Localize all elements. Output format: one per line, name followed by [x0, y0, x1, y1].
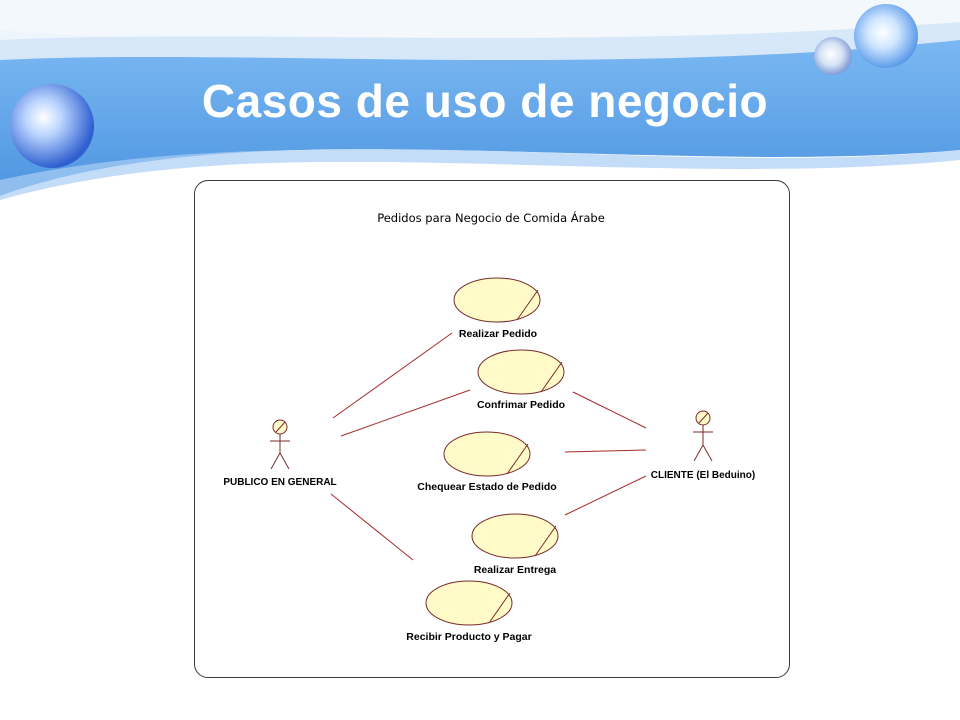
- use-case-label: Realizar Pedido: [459, 328, 537, 340]
- use-case-stroke: [506, 443, 529, 475]
- actor-publico-en-general: PUBLICO EN GENERAL: [223, 419, 337, 488]
- use-case-stroke: [488, 592, 511, 624]
- use-case-ellipse: [425, 580, 513, 626]
- use-case-label: Recibir Producto y Pagar: [406, 631, 531, 643]
- use-case-ellipse: [471, 513, 559, 559]
- actor-label: PUBLICO EN GENERAL: [223, 477, 336, 488]
- use-case-stroke: [534, 525, 557, 557]
- assoc-publico-recibir-producto: [330, 493, 414, 561]
- use-case-stroke: [540, 361, 563, 393]
- use-case-ellipse: [453, 277, 541, 323]
- associations: [330, 332, 647, 561]
- assoc-cliente-realizar-entrega: [564, 475, 647, 516]
- use-case-chequear-estado: Chequear Estado de Pedido: [417, 431, 557, 493]
- use-case-label: Confrimar Pedido: [477, 399, 565, 411]
- use-case-label: Chequear Estado de Pedido: [417, 481, 556, 493]
- assoc-cliente-chequear-estado: [564, 449, 647, 453]
- diagram-title: Pedidos para Negocio de Comida Árabe: [377, 210, 605, 225]
- slide-title: Casos de uso de negocio: [201, 75, 769, 127]
- use-case-ellipse: [477, 349, 565, 395]
- use-case-confirmar-pedido: Confrimar Pedido: [477, 349, 565, 411]
- use-case-realizar-pedido: Realizar Pedido: [453, 277, 541, 340]
- use-case-label: Realizar Entrega: [474, 564, 556, 576]
- assoc-publico-realizar-pedido: [332, 332, 453, 419]
- assoc-publico-confirmar-pedido: [340, 389, 471, 437]
- use-case-realizar-entrega: Realizar Entrega: [471, 513, 559, 576]
- actor-cliente-el-beduino: CLIENTE (El Beduino): [651, 410, 755, 481]
- assoc-cliente-confirmar-pedido: [572, 391, 647, 429]
- actor-figure-icon: [270, 419, 290, 470]
- actor-figure-icon: [693, 410, 713, 462]
- actor-label: CLIENTE (El Beduino): [651, 470, 755, 481]
- use-case-ellipse: [443, 431, 531, 477]
- use-case-recibir-producto: Recibir Producto y Pagar: [406, 580, 532, 643]
- use-case-stroke: [516, 289, 539, 321]
